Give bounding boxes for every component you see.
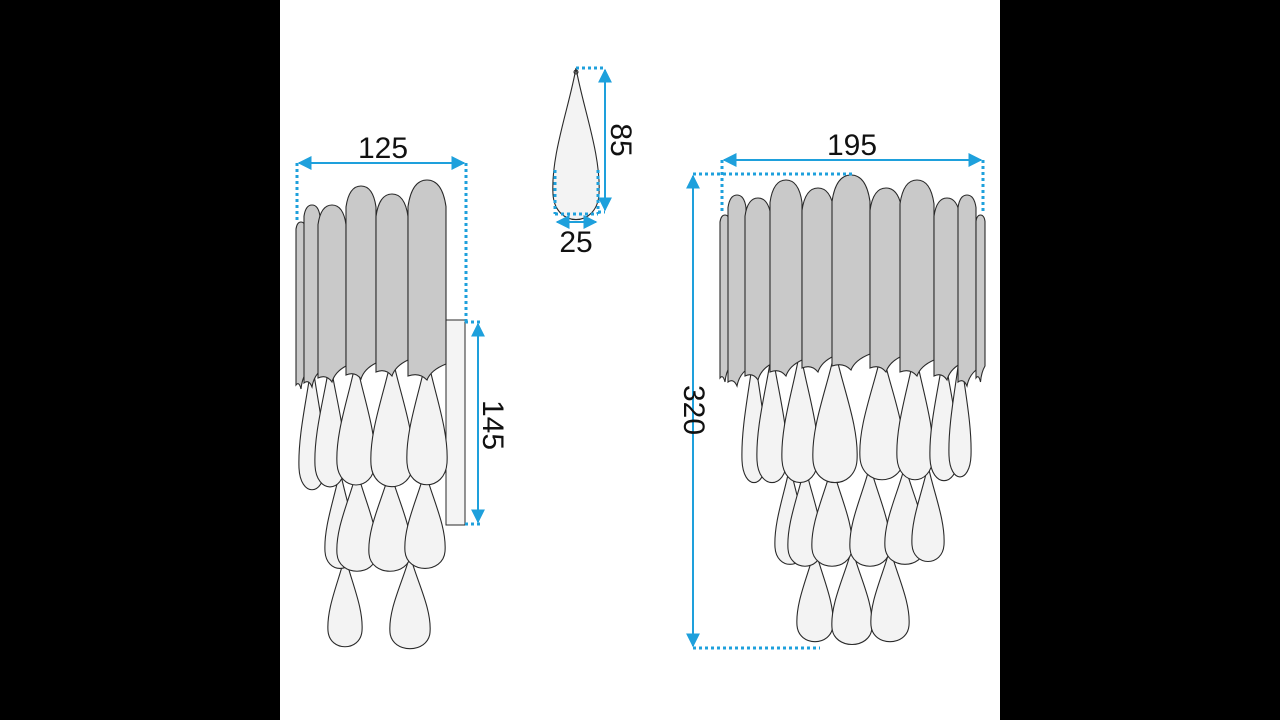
feather-leaf (933, 197, 961, 382)
crystal-drop (336, 469, 378, 572)
feather-leaf (375, 193, 409, 378)
crystal-drop (911, 464, 945, 562)
crystal-drop (368, 469, 412, 572)
crystal-drop (552, 67, 600, 220)
crystal-drop (389, 554, 431, 650)
dimension-left-width: 125 (295, 132, 468, 322)
crystal-drop (896, 349, 934, 481)
feather-leaf (407, 179, 447, 382)
feather-leaf (899, 179, 935, 378)
crystal-drop (812, 349, 858, 484)
crystal-drop (756, 349, 788, 484)
dimension-label-125: 125 (358, 132, 408, 165)
feather-leaf (801, 187, 835, 374)
wall-lamp-large (719, 174, 986, 645)
crystal-drop (948, 349, 972, 478)
crystal-drop (796, 547, 834, 643)
dimension-label-145: 145 (476, 400, 509, 450)
dimension-label-85: 85 (604, 123, 637, 156)
feather-leaf (957, 194, 977, 388)
crystal-hole (573, 69, 579, 75)
wall-lamp-small (295, 179, 466, 650)
crystal-drop (831, 547, 873, 645)
dimension-label-195: 195 (827, 129, 877, 162)
crystal-drop (781, 349, 819, 484)
crystal-drop (336, 359, 376, 486)
wall-plate (445, 319, 466, 526)
dimension-right-width: 195 (720, 129, 985, 214)
dimension-left-height: 145 (465, 320, 509, 526)
crystal-drop (406, 354, 448, 486)
dimension-label-25: 25 (559, 226, 592, 259)
feather-leaf (869, 187, 903, 374)
crystal-drop (370, 354, 414, 488)
feather-leaf (769, 179, 803, 378)
crystal-drop (859, 349, 905, 481)
feather-leaf (975, 214, 986, 383)
feather-leaf (317, 204, 347, 384)
crystal-drop-detail (552, 67, 600, 220)
feather-leaf (727, 194, 747, 388)
feather-leaf (744, 197, 772, 382)
dimension-label-320: 320 (677, 385, 710, 435)
feather-leaf (831, 174, 871, 372)
feather-leaf (345, 185, 377, 381)
crystal-drop (404, 469, 446, 569)
dimension-right-height: 320 (677, 172, 852, 650)
crystal-drop (327, 554, 363, 648)
crystal-drop (849, 464, 891, 567)
dimension-crystal: 85 25 (553, 66, 637, 259)
diagram-canvas: 125 145 85 25 195 320 (280, 0, 1000, 720)
crystal-drop (811, 464, 853, 567)
crystal-drop (870, 547, 910, 643)
